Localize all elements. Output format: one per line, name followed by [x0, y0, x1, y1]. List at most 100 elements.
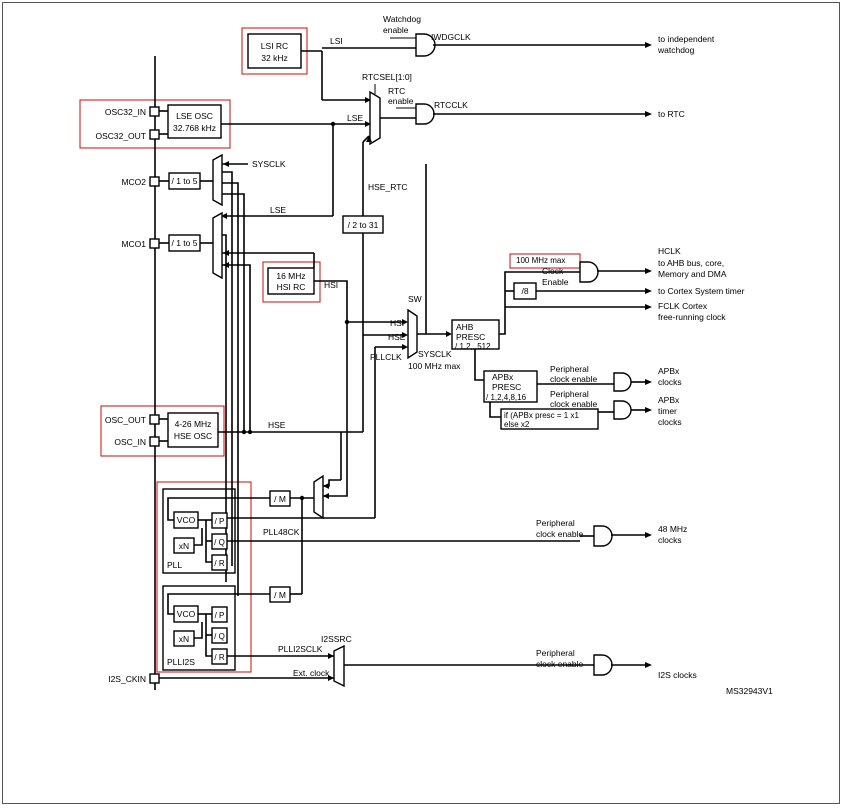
- mco1-pin: [149, 238, 160, 249]
- pll-highlight: [156, 481, 252, 673]
- mco1-hse-arrow: [223, 262, 229, 268]
- timer-and-gate: [613, 400, 632, 420]
- osc32-out-pin: [149, 129, 160, 140]
- ahb-presc-block: [451, 319, 500, 350]
- apb-clocks-2: clocks: [658, 377, 682, 387]
- pll-vco-label: VCO: [177, 515, 196, 525]
- hclk-and-gate: [579, 261, 599, 283]
- mco2-pin: [149, 176, 160, 187]
- plli2sclk-label: PLLI2SCLK: [278, 644, 323, 654]
- pllsrc-mux: [313, 474, 324, 520]
- hclk-out-1: HCLK: [658, 246, 681, 256]
- hsi-to-sw: [314, 280, 402, 323]
- sw-label: SW: [408, 294, 422, 304]
- apb-enable-1: Peripheral: [550, 364, 589, 374]
- lsi-arrow: [365, 97, 371, 103]
- sysclk-mco-label: SYSCLK: [252, 159, 286, 169]
- apb-clk-arrow: [645, 379, 652, 385]
- plli2s-vco-bus: [205, 614, 212, 657]
- mco2-div-label: / 1 to 5: [172, 176, 198, 186]
- lse-arrow: [365, 121, 371, 127]
- pll-vco-bus: [205, 520, 212, 563]
- mco1-in-1: [222, 234, 227, 582]
- pll48-enable-2: clock enable: [536, 529, 584, 539]
- div-2-31-label: / 2 to 31: [348, 220, 379, 230]
- sw-hsi-label: HSI: [390, 318, 404, 328]
- mco1-label: MCO1: [121, 239, 146, 249]
- cortex-timer-label: to Cortex System timer: [658, 286, 745, 296]
- i2s-enable-1: Peripheral: [536, 648, 575, 658]
- watchdog-enable-1: Watchdog: [383, 14, 421, 24]
- i2ssrc-mux: [333, 644, 345, 688]
- iwdgclk-label: IWDGCLK: [431, 32, 471, 42]
- hsi-highlight: [262, 261, 321, 303]
- pllsrc-hsi: [323, 490, 348, 497]
- plli2s-block: [162, 585, 236, 671]
- rtcsel-mux: [369, 90, 381, 146]
- rtc-out-label: to RTC: [658, 109, 685, 119]
- mco1-mux: [212, 211, 223, 280]
- i2s-enable-2: clock enable: [536, 659, 584, 669]
- apb-presc-2: PRESC: [492, 382, 521, 392]
- plli2sclk-arrow: [328, 653, 334, 659]
- hse-highlight: [100, 405, 225, 457]
- osc32-in-label: OSC32_IN: [105, 107, 146, 117]
- mhz48-2: clocks: [658, 535, 682, 545]
- pll-label: PLL: [167, 560, 182, 570]
- mco1-in-hse: [222, 264, 251, 432]
- pll48-and-gate: [593, 525, 613, 547]
- div8-label: /8: [521, 286, 528, 296]
- hsi-label: HSI: [324, 280, 338, 290]
- hse-rtc-wire2: [362, 135, 370, 143]
- hse-osc-label-2: HSE OSC: [174, 431, 212, 441]
- cortex-timer-arrow: [645, 288, 652, 294]
- pll-sw-arrow: [402, 344, 408, 350]
- timer-clocks-3: clocks: [658, 417, 682, 427]
- plli2s-vco-label: VCO: [177, 609, 196, 619]
- plli2s-q-block: [211, 627, 228, 644]
- hclk-limit-highlight: [509, 253, 581, 269]
- apb-timer-rule-1: if (APBx presc = 1 x1: [504, 411, 579, 420]
- lsi-label: LSI: [330, 36, 343, 46]
- ahb-presc-3: / 1,2,..512: [455, 342, 491, 351]
- lse2-label: LSE: [270, 205, 286, 215]
- mco2-in-2: [222, 182, 239, 596]
- mco1-hsi-arrow: [223, 250, 229, 256]
- hsi-sw-arrow: [402, 319, 408, 325]
- ahb-presc-1: AHB: [456, 322, 474, 332]
- lse-mco1-arrow: [221, 213, 227, 219]
- hclk-out-2: to AHB bus, core,: [658, 258, 724, 268]
- sysclk-label-2: 100 MHz max: [408, 361, 461, 371]
- iwdg-and-gate: [415, 33, 436, 57]
- pll-xn-label: xN: [179, 541, 189, 551]
- pll-r-block: [211, 554, 228, 571]
- timer-enable-1: Peripheral: [550, 389, 589, 399]
- ahb-presc-2: PRESC: [456, 332, 485, 342]
- pll-p-label: / P: [215, 517, 225, 526]
- apb-enable-2: clock enable: [550, 374, 598, 384]
- fclk-arrow: [645, 304, 652, 310]
- i2s-and-gate: [593, 654, 613, 676]
- lse-label: LSE: [347, 113, 363, 123]
- pll-xn-feedback: [194, 528, 203, 546]
- hsi-rc-label-2: HSI RC: [277, 282, 306, 292]
- watchdog-enable-2: enable: [383, 25, 409, 35]
- plli2s-label: PLLI2S: [167, 657, 195, 667]
- mhz48-1: 48 MHz: [658, 524, 687, 534]
- timer-clocks-1: APBx: [658, 395, 680, 405]
- mco1-div-label: / 1 to 5: [172, 238, 198, 248]
- pll48-arrow: [645, 532, 652, 538]
- osc-out-pin: [149, 414, 160, 425]
- timer-clocks-2: timer: [658, 406, 677, 416]
- plli2s-xn-feedback: [194, 622, 203, 639]
- hse-osc-block: [167, 412, 219, 448]
- mco2-in-1: [222, 171, 233, 566]
- lse-osc-block: [167, 104, 222, 139]
- pll48-enable-1: Peripheral: [536, 518, 575, 528]
- pll-p-block: [211, 512, 228, 529]
- pll-m-label: / M: [274, 494, 286, 504]
- watchdog-out-1: to independent: [658, 34, 715, 44]
- sysclk-mco2-arrow: [223, 161, 229, 167]
- apb-and-gate: [613, 372, 632, 392]
- i2s-arrow: [645, 662, 652, 668]
